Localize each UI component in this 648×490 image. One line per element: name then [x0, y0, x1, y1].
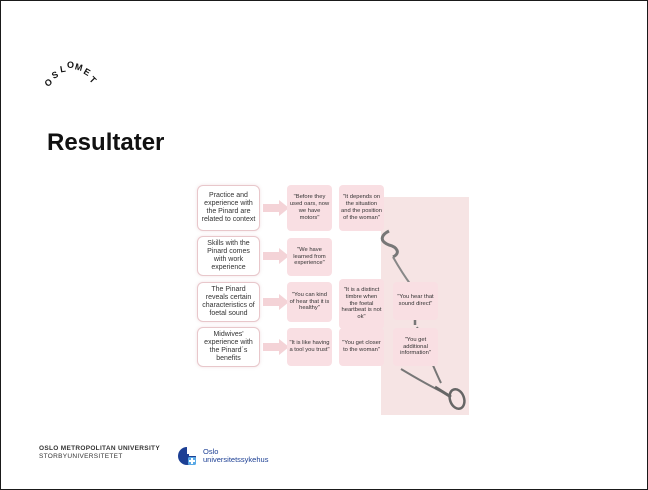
- arrow-right-icon: [263, 339, 289, 355]
- quote-depends-situation: "It depends on the situation and the pos…: [339, 185, 384, 231]
- theme-box-context: Practice and experience with the Pinard …: [197, 185, 260, 231]
- university-footer: OSLO METROPOLITAN UNIVERSITY STORBYUNIVE…: [39, 445, 160, 461]
- arrow-right-icon: [263, 200, 289, 216]
- quote-sound-direct: "You hear that sound direct": [393, 282, 438, 320]
- svg-text:E: E: [82, 66, 92, 78]
- theme-box-foetal-sound: The Pinard reveals certain characteristi…: [197, 282, 260, 322]
- arrow-right-icon: [263, 248, 289, 264]
- svg-text:O: O: [43, 77, 54, 89]
- oslomet-logo: O S L O M E T: [43, 60, 99, 89]
- university-name: OSLO METROPOLITAN UNIVERSITY: [39, 445, 160, 452]
- hospital-name-line2: universitetssykehus: [203, 455, 269, 464]
- hospital-name: Oslo universitetssykehus: [203, 448, 268, 464]
- hospital-name-line1: Oslo: [203, 447, 219, 456]
- svg-text:T: T: [87, 74, 98, 85]
- hospital-logo-icon: [178, 447, 196, 465]
- svg-text:M: M: [74, 61, 84, 73]
- svg-text:S: S: [50, 69, 60, 81]
- slide-title: Resultater: [47, 129, 165, 156]
- arrow-right-icon: [263, 294, 289, 310]
- quote-before-oars: "Before they used oars, now we have moto…: [287, 185, 332, 231]
- quote-hear-healthy: "You can kind of hear that it is healthy…: [287, 282, 332, 322]
- theme-box-benefits: Midwives' experience with the Pinard´s b…: [197, 327, 260, 367]
- quote-additional-information: "You get additional information": [393, 328, 438, 366]
- quote-tool-trust: "It is like having a tool you trust": [287, 328, 332, 366]
- svg-text:L: L: [59, 64, 67, 75]
- svg-text:O: O: [67, 60, 74, 70]
- university-name-norwegian: STORBYUNIVERSITETET: [39, 453, 123, 460]
- quote-distinct-timbre: "It is a distinct timbre when the foetal…: [339, 279, 384, 329]
- quote-closer-woman: "You get closer to the woman": [339, 328, 384, 366]
- theme-box-work-experience: Skills with the Pinard comes with work e…: [197, 236, 260, 276]
- quote-learned-experience: "We have learned from experience": [287, 238, 332, 276]
